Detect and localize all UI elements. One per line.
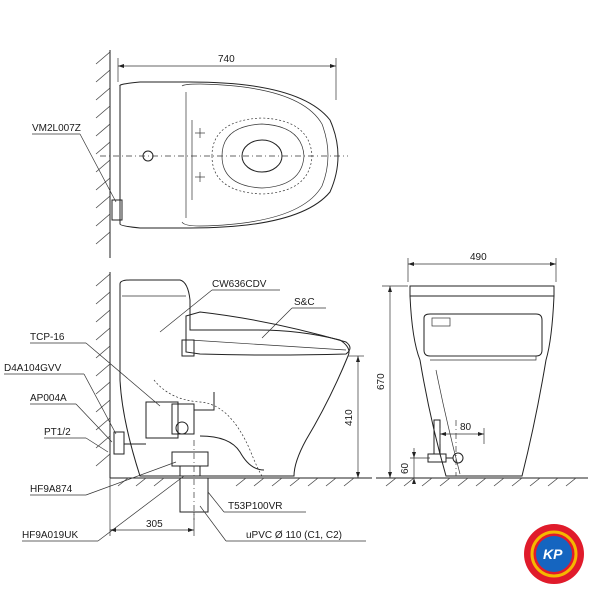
- label-pt12: PT1/2: [44, 427, 71, 438]
- front-seat-base: [430, 355, 537, 361]
- label-hf9a874: HF9A874: [30, 484, 73, 495]
- side-floor-hatch: [117, 477, 355, 487]
- side-seat-lid: [185, 311, 351, 356]
- side-flange: [171, 451, 209, 467]
- leader-ap004a: [75, 403, 113, 443]
- front-tank-top: [409, 285, 555, 297]
- dim-740-text: 740: [218, 54, 235, 65]
- leader-vm2l007z: [79, 133, 117, 203]
- front-seat-panel: [431, 317, 451, 327]
- dim-670-text: 670: [376, 373, 387, 390]
- label-tcp16: TCP-16: [30, 332, 65, 343]
- dim-490-text: 490: [470, 252, 487, 263]
- top-valve: [111, 199, 123, 221]
- dim-80-text: 80: [460, 422, 472, 433]
- label-vm2l007z: VM2L007Z: [32, 123, 81, 134]
- brand-logo: KP: [524, 524, 584, 584]
- leader-pt12: [85, 437, 109, 453]
- front-seat: [423, 313, 543, 357]
- leader-t53p100vr: [207, 491, 225, 513]
- dim-305-text: 305: [146, 519, 163, 530]
- front-body-outline: [409, 295, 555, 477]
- side-seat-line: [189, 339, 347, 351]
- leader-tcp16: [85, 342, 161, 407]
- label-d4a104gvv: D4A104GVV: [4, 363, 62, 374]
- leader-cw636cdv: [159, 289, 213, 333]
- label-s-and-c: S&C: [294, 297, 315, 308]
- side-view: 410 305 TCP-16 D4A104GVV AP004A PT1/2 HF…: [4, 272, 372, 542]
- top-seat-outline: [181, 83, 329, 227]
- front-stop-valve: [427, 453, 447, 463]
- top-wall-hatch: [95, 51, 111, 245]
- label-t53p100vr: T53P100VR: [228, 501, 282, 512]
- label-hf9a019uk: HF9A019UK: [22, 530, 78, 541]
- top-view: 740 VM2L007Z: [32, 50, 348, 258]
- side-body-outline: [119, 279, 350, 477]
- side-valve-body: [171, 403, 195, 435]
- label-upvc: uPVC Ø 110 (C1, C2): [246, 530, 342, 541]
- leader-upvc: [199, 505, 227, 542]
- side-valve-knob: [175, 421, 189, 435]
- logo-ring: [530, 530, 578, 578]
- side-stop-valve: [113, 431, 125, 455]
- side-pipe-upper: [194, 392, 215, 411]
- dim-60-text: 60: [400, 462, 411, 474]
- leader-s-and-c: [261, 307, 293, 339]
- side-seat-hinge: [181, 339, 195, 357]
- dim-410-text: 410: [344, 409, 355, 426]
- leader-d4a104gvv: [83, 373, 117, 435]
- top-bowl-outline: [119, 81, 339, 229]
- side-hose: [199, 435, 265, 471]
- sparkle-icon: [195, 128, 205, 182]
- logo-text: KP: [543, 546, 563, 562]
- front-view: 490 80 670 60: [376, 252, 588, 487]
- front-floor-hatch: [385, 477, 577, 487]
- label-ap004a: AP004A: [30, 393, 67, 404]
- side-valve-box: [145, 401, 179, 439]
- logo-inner: [536, 536, 572, 572]
- front-valve-knob: [452, 452, 464, 464]
- leader-hf9a019uk: [97, 475, 185, 542]
- side-flange-neck: [179, 465, 201, 477]
- leader-hf9a874: [85, 461, 177, 496]
- label-cw636cdv: CW636CDV: [212, 279, 267, 290]
- side-wall-hatch: [95, 273, 111, 467]
